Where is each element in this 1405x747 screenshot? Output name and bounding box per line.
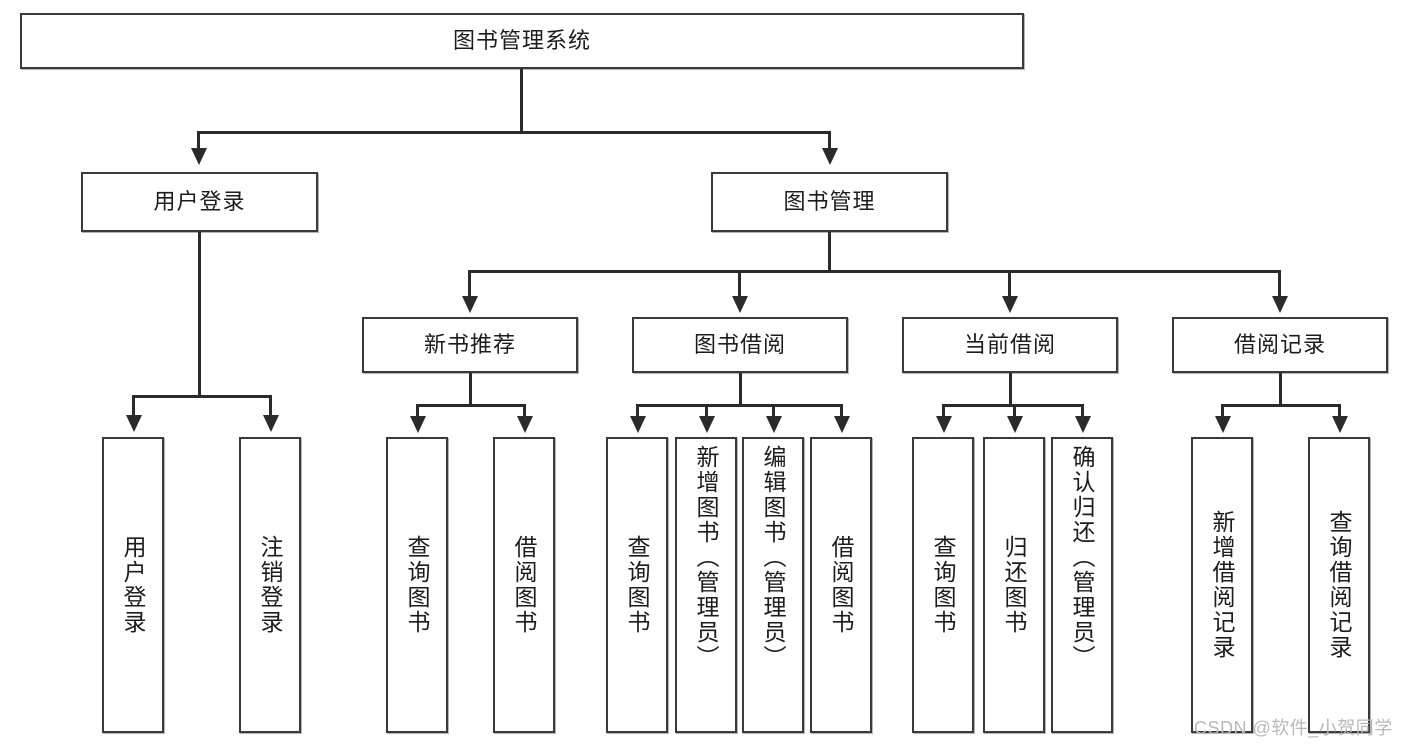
leaf-label: 新增图书（管理员） xyxy=(693,445,720,670)
node-label: 当前借阅 xyxy=(963,331,1056,357)
connector-bb-bus xyxy=(636,404,843,407)
connector-bb-drop-3 xyxy=(772,404,775,418)
arrowhead-level3-4 xyxy=(1272,296,1288,313)
arrowhead-level3-2 xyxy=(732,296,748,313)
leaf-bb-edit-book-admin[interactable]: 编辑图书（管理员） xyxy=(742,437,804,733)
leaf-cb-query-book[interactable]: 查询图书 xyxy=(912,437,974,733)
leaf-bb-add-book-admin[interactable]: 新增图书（管理员） xyxy=(675,437,737,733)
connector-bm-drop-3 xyxy=(1008,270,1011,297)
leaf-label: 确认归还（管理员） xyxy=(1069,445,1096,670)
connector-cb-drop-3 xyxy=(1081,404,1084,418)
arrowhead-level3-3 xyxy=(1002,296,1018,313)
node-current-borrow[interactable]: 当前借阅 xyxy=(902,317,1118,373)
connector-bm-drop-1 xyxy=(468,270,471,297)
leaf-user-login-signin[interactable]: 用户登录 xyxy=(102,437,164,733)
arrowhead-user-login-leaf-2 xyxy=(263,415,279,432)
connector-root-bus xyxy=(197,131,831,134)
connector-bb-drop-1 xyxy=(636,404,639,418)
connector-nbr-drop-2 xyxy=(523,404,526,418)
arrowhead-cb-leaf-3 xyxy=(1075,416,1091,433)
arrowhead-bb-leaf-2 xyxy=(699,416,715,433)
connector-nbr-drop-1 xyxy=(416,404,419,418)
leaf-label: 借阅图书 xyxy=(511,535,538,635)
arrowhead-bb-leaf-4 xyxy=(834,416,850,433)
node-label: 图书借阅 xyxy=(693,331,786,357)
arrowhead-to-book-management xyxy=(822,148,838,165)
leaf-label: 查询借阅记录 xyxy=(1326,510,1353,660)
connector-br-bus xyxy=(1221,404,1341,407)
leaf-nbr-borrow-book[interactable]: 借阅图书 xyxy=(493,437,555,733)
node-label: 用户登录 xyxy=(153,188,246,214)
leaf-label: 归还图书 xyxy=(1001,535,1028,635)
arrowhead-nbr-leaf-1 xyxy=(410,416,426,433)
leaf-label: 用户登录 xyxy=(120,535,147,635)
node-root-book-management-system[interactable]: 图书管理系统 xyxy=(20,13,1024,69)
arrowhead-to-user-login xyxy=(191,148,207,165)
leaf-label: 注销登录 xyxy=(257,535,284,635)
arrowhead-cb-leaf-1 xyxy=(936,416,952,433)
leaf-label: 查询图书 xyxy=(404,535,431,635)
arrowhead-level3-1 xyxy=(462,296,478,313)
node-book-management[interactable]: 图书管理 xyxy=(711,172,948,232)
connector-br-drop-2 xyxy=(1338,404,1341,418)
leaf-user-login-signout[interactable]: 注销登录 xyxy=(239,437,301,733)
node-user-login[interactable]: 用户登录 xyxy=(81,172,318,232)
connector-nbr-bus xyxy=(416,404,526,407)
node-label: 图书管理系统 xyxy=(452,27,591,53)
connector-to-book-management xyxy=(828,131,831,150)
connector-br-drop-1 xyxy=(1221,404,1224,418)
arrowhead-bb-leaf-3 xyxy=(766,416,782,433)
connector-cb-stem xyxy=(1009,373,1012,406)
node-new-book-recommend[interactable]: 新书推荐 xyxy=(362,317,578,373)
arrowhead-br-leaf-2 xyxy=(1332,416,1348,433)
leaf-cb-return-book[interactable]: 归还图书 xyxy=(983,437,1045,733)
connector-cb-drop-1 xyxy=(942,404,945,418)
arrowhead-cb-leaf-2 xyxy=(1007,416,1023,433)
leaf-br-query-record[interactable]: 查询借阅记录 xyxy=(1308,437,1370,733)
connector-br-stem xyxy=(1279,373,1282,406)
node-borrow-record[interactable]: 借阅记录 xyxy=(1172,317,1388,373)
leaf-br-add-record[interactable]: 新增借阅记录 xyxy=(1191,437,1253,733)
arrowhead-user-login-leaf-1 xyxy=(126,415,142,432)
connector-cb-drop-2 xyxy=(1013,404,1016,418)
connector-book-management-stem xyxy=(828,232,831,272)
arrowhead-bb-leaf-1 xyxy=(630,416,646,433)
leaf-label: 查询图书 xyxy=(930,535,957,635)
node-label: 新书推荐 xyxy=(423,331,516,357)
leaf-label: 借阅图书 xyxy=(828,535,855,635)
connector-bm-drop-2 xyxy=(738,270,741,297)
leaf-label: 查询图书 xyxy=(624,535,651,635)
connector-root-stem xyxy=(520,69,523,133)
connector-book-management-bus xyxy=(468,270,1278,273)
connector-bm-drop-4 xyxy=(1278,270,1281,297)
connector-user-login-bus xyxy=(132,395,269,398)
node-book-borrow[interactable]: 图书借阅 xyxy=(632,317,848,373)
connector-nbr-stem xyxy=(469,373,472,406)
node-label: 图书管理 xyxy=(783,188,876,214)
leaf-nbr-query-book[interactable]: 查询图书 xyxy=(386,437,448,733)
connector-user-login-drop-1 xyxy=(132,395,135,417)
leaf-bb-query-book[interactable]: 查询图书 xyxy=(606,437,668,733)
connector-bb-drop-4 xyxy=(840,404,843,418)
connector-bb-stem xyxy=(739,373,742,406)
connector-bb-drop-2 xyxy=(705,404,708,418)
connector-user-login-stem xyxy=(198,232,201,397)
leaf-bb-borrow-book[interactable]: 借阅图书 xyxy=(810,437,872,733)
arrowhead-nbr-leaf-2 xyxy=(517,416,533,433)
connector-user-login-drop-2 xyxy=(269,395,272,417)
leaf-label: 新增借阅记录 xyxy=(1209,510,1236,660)
watermark-text: CSDN @软件_小贺同学 xyxy=(1194,718,1393,738)
arrowhead-br-leaf-1 xyxy=(1215,416,1231,433)
connector-to-user-login xyxy=(197,131,200,150)
node-label: 借阅记录 xyxy=(1233,331,1326,357)
leaf-label: 编辑图书（管理员） xyxy=(760,445,787,670)
leaf-cb-confirm-return-admin[interactable]: 确认归还（管理员） xyxy=(1051,437,1113,733)
